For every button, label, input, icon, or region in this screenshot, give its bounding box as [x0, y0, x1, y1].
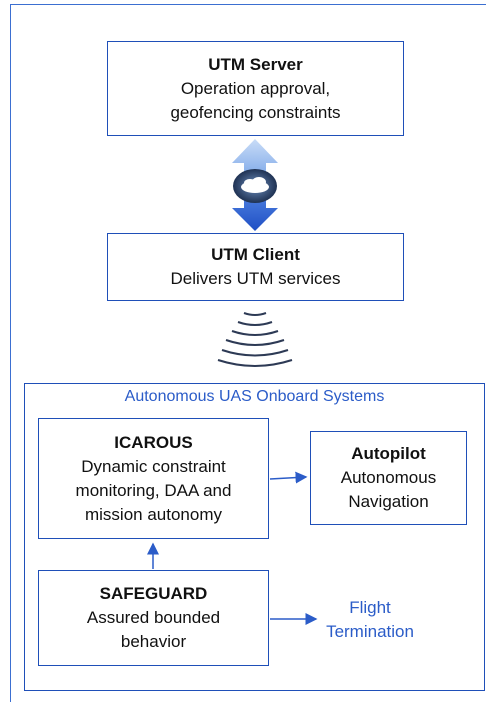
wireless-signal-icon — [217, 312, 293, 367]
cloud-icon — [233, 169, 277, 203]
utm-server-title: UTM Server — [208, 54, 303, 74]
utm-server-box: UTM Server Operation approval, geofencin… — [107, 41, 404, 136]
utm-server-desc: Operation approval, geofencing constrain… — [170, 78, 341, 122]
down-arrow — [232, 194, 278, 231]
utm-client-box: UTM Client Delivers UTM services — [107, 233, 404, 301]
onboard-systems-group — [24, 383, 485, 691]
flight-termination-label: Flight Termination — [326, 598, 414, 641]
autopilot-desc: Autonomous Navigation — [340, 468, 437, 511]
autopilot-box: Autopilot Autonomous Navigation — [310, 431, 467, 525]
safeguard-desc: Assured bounded behavior — [86, 608, 221, 651]
safeguard-title: SAFEGUARD — [99, 584, 208, 603]
icarous-to-autopilot-arrow — [269, 471, 308, 484]
utm-client-title: UTM Client — [211, 245, 300, 264]
icarous-desc: Dynamic constraint monitoring, DAA and m… — [75, 456, 232, 524]
icarous-box: ICAROUS Dynamic constraint monitoring, D… — [38, 418, 269, 539]
icarous-title: ICAROUS — [114, 432, 193, 452]
utm-client-desc: Delivers UTM services — [170, 269, 341, 288]
outer-frame — [10, 4, 486, 702]
autopilot-title: Autopilot — [351, 444, 426, 463]
safeguard-box: SAFEGUARD Assured bounded behavior — [38, 570, 269, 666]
onboard-systems-label: Autonomous UAS Onboard Systems — [124, 388, 385, 405]
up-arrow — [232, 139, 278, 180]
